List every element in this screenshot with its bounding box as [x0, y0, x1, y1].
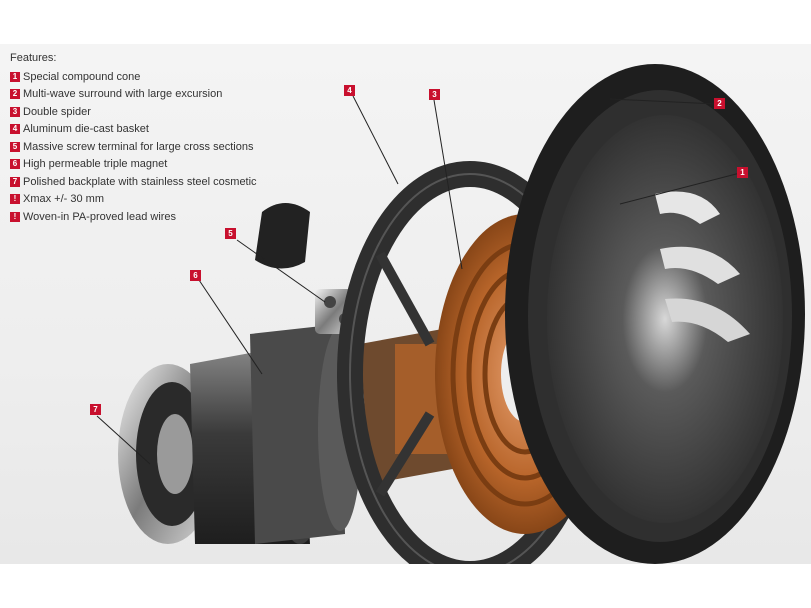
- feature-item: !Xmax +/- 30 mm: [10, 191, 257, 209]
- feature-warning-badge: !: [10, 194, 20, 205]
- callout-surround: 2: [714, 98, 725, 109]
- feature-label: Special compound cone: [23, 70, 141, 83]
- feature-number-badge: 6: [10, 159, 20, 170]
- features-title: Features:: [10, 52, 57, 64]
- callout-leader-lines: [96, 95, 741, 465]
- feature-label: Polished backplate with stainless steel …: [23, 175, 257, 188]
- callout-cone: 1: [737, 167, 748, 178]
- feature-label: Xmax +/- 30 mm: [23, 193, 104, 206]
- callout-spider: 3: [429, 89, 440, 100]
- callout-backplate: 7: [90, 404, 101, 415]
- feature-number-badge: 2: [10, 89, 20, 100]
- magnet-part: [190, 324, 362, 544]
- feature-item: !Woven-in PA-proved lead wires: [10, 208, 257, 226]
- feature-label: Double spider: [23, 105, 91, 118]
- cone-surround-part: [505, 64, 805, 564]
- terminal-cap-part: [255, 203, 310, 269]
- feature-number-badge: 3: [10, 106, 20, 117]
- feature-label: Aluminum die-cast basket: [23, 123, 149, 136]
- feature-label: Massive screw terminal for large cross s…: [23, 140, 254, 153]
- callout-terminal: 5: [225, 228, 236, 239]
- feature-warning-badge: !: [10, 211, 20, 222]
- feature-label: Multi-wave surround with large excursion: [23, 88, 223, 101]
- speaker-exploded-diagram: [96, 64, 805, 564]
- feature-label: High permeable triple magnet: [23, 158, 168, 171]
- feature-label: Woven-in PA-proved lead wires: [23, 210, 177, 223]
- feature-number-badge: 5: [10, 141, 20, 152]
- feature-number-badge: 7: [10, 176, 20, 187]
- feature-number-badge: 1: [10, 71, 20, 82]
- feature-number-badge: 4: [10, 124, 20, 135]
- callout-magnet: 6: [190, 270, 201, 281]
- callout-basket: 4: [344, 85, 355, 96]
